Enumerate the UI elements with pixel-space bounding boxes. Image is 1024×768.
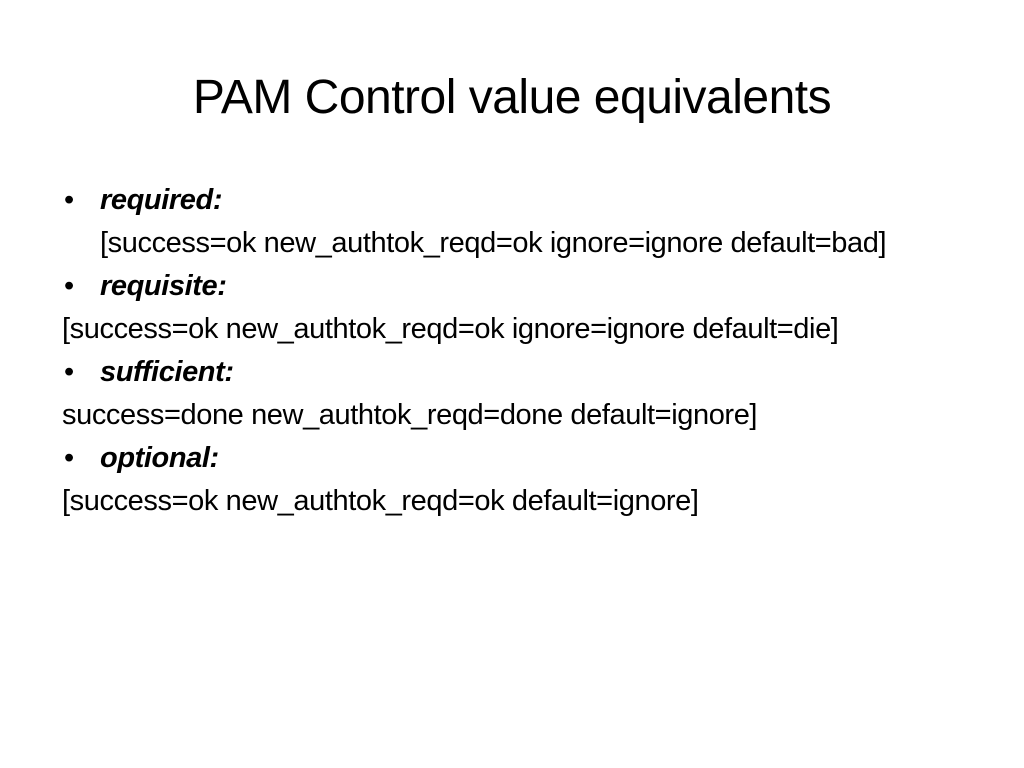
- control-value: [success=ok new_authtok_reqd=ok ignore=i…: [62, 313, 839, 345]
- control-term: optional:: [100, 442, 219, 474]
- slide-title: PAM Control value equivalents: [192, 71, 832, 124]
- bullet-icon: •: [64, 270, 74, 302]
- bullet-item-required: • required:: [62, 182, 962, 218]
- bullet-icon: •: [64, 184, 74, 216]
- bullet-item-sufficient: • sufficient:: [62, 354, 962, 390]
- control-term: required:: [100, 184, 223, 216]
- control-term: requisite:: [100, 270, 227, 302]
- bullet-item-requisite: • requisite:: [62, 268, 962, 304]
- bullet-item-optional: • optional:: [62, 440, 962, 476]
- bullet-icon: •: [64, 356, 74, 388]
- control-term: sufficient:: [100, 356, 234, 388]
- slide-body: • required: [success=ok new_authtok_reqd…: [62, 182, 962, 526]
- control-value: [success=ok new_authtok_reqd=ok default=…: [62, 485, 699, 517]
- control-value: [success=ok new_authtok_reqd=ok ignore=i…: [100, 227, 887, 259]
- bullet-icon: •: [64, 442, 74, 474]
- control-value: success=done new_authtok_reqd=done defau…: [62, 399, 758, 431]
